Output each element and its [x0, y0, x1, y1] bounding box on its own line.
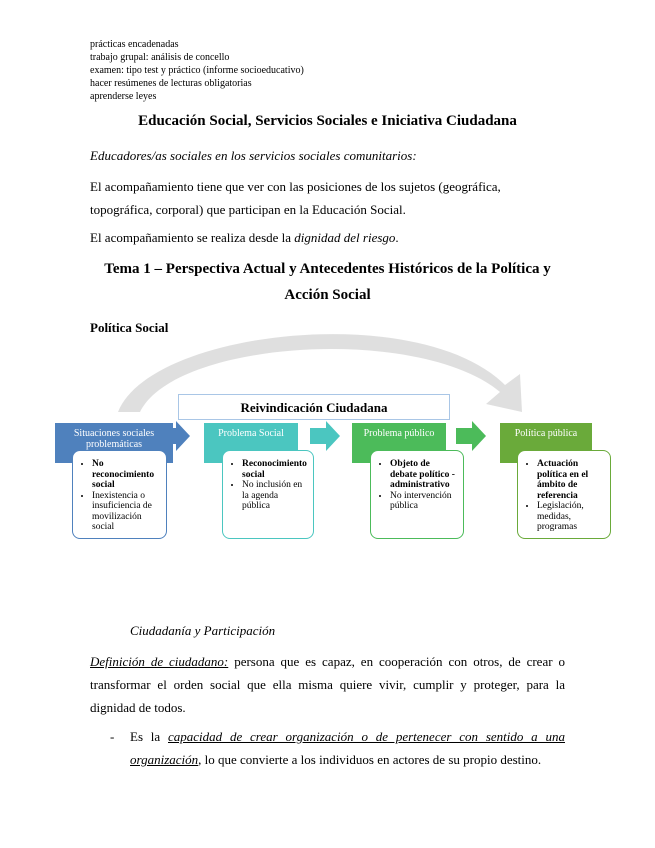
step-box-situaciones: No reconocimiento social Inexistencia o … [72, 450, 167, 539]
step-item: No inclusión en la agenda pública [242, 480, 307, 512]
step-box-problema-social: Reconocimiento social No inclusión en la… [222, 450, 314, 539]
bullet-capacidad: Es la capacidad de crear organización o … [130, 725, 565, 771]
step-bold: No reconocimiento social [92, 459, 155, 490]
step-bold: Reconocimiento social [242, 459, 307, 480]
tema-title-line1: Tema 1 – Perspectiva Actual y Antecedent… [104, 261, 551, 277]
definicion-ciudadano: Definición de ciudadano: persona que es … [90, 650, 565, 719]
step-item: Legislación, medidas, programas [537, 501, 604, 533]
intro-heading: Educadores/as sociales en los servicios … [90, 148, 417, 163]
bullet-dash: - [110, 729, 115, 744]
banner-reivindicacion: Reivindicación Ciudadana [178, 394, 450, 420]
flow-arrow-2 [310, 421, 340, 451]
step-bold: Objeto de debate político - administrati… [390, 459, 455, 490]
step-item: Inexistencia o insuficiencia de moviliza… [92, 491, 160, 533]
politica-social-diagram: Reivindicación Ciudadana Situaciones soc… [0, 0, 655, 560]
bullet-prefix: Es la [130, 729, 168, 744]
ciudadania-heading: Ciudadanía y Participación [130, 623, 276, 638]
note-line: prácticas encadenadas [90, 39, 179, 50]
header-notes: prácticas encadenadas trabajo grupal: an… [90, 38, 304, 103]
para2-prefix: El acompañamiento se realiza desde la [90, 230, 295, 245]
para2-suffix: . [395, 230, 399, 245]
note-line: examen: tipo test y práctico (informe so… [90, 65, 304, 76]
bullet-suffix: , lo que convierte a los individuos en a… [198, 752, 542, 767]
step-bold: Actuación política en el ámbito de refer… [537, 459, 589, 501]
step-box-problema-publico: Objeto de debate político - administrati… [370, 450, 464, 539]
note-line: hacer resúmenes de lecturas obligatorias [90, 78, 252, 89]
step-box-politica-publica: Actuación política en el ámbito de refer… [517, 450, 611, 539]
cycle-arc [118, 334, 522, 412]
tema-title-line2: Acción Social [284, 287, 371, 303]
bullet-underlined: capacidad de crear organización o de per… [130, 729, 565, 767]
document-title: Educación Social, Servicios Sociales e I… [138, 113, 517, 129]
note-line: aprenderse leyes [90, 91, 157, 102]
paragraph-dignidad: El acompañamiento se realiza desde la di… [90, 226, 565, 249]
definition-text: persona que es capaz, en cooperación con… [90, 654, 565, 715]
definition-label: Definición de ciudadano: [90, 654, 229, 669]
paragraph-acompanamiento: El acompañamiento tiene que ver con las … [90, 179, 501, 217]
step-item: No intervención pública [390, 491, 457, 512]
note-line: trabajo grupal: análisis de concello [90, 52, 230, 63]
para2-italic: dignidad del riesgo [294, 230, 396, 245]
flow-arrow-3 [456, 421, 486, 451]
section-title-politica-social: Política Social [90, 320, 169, 335]
